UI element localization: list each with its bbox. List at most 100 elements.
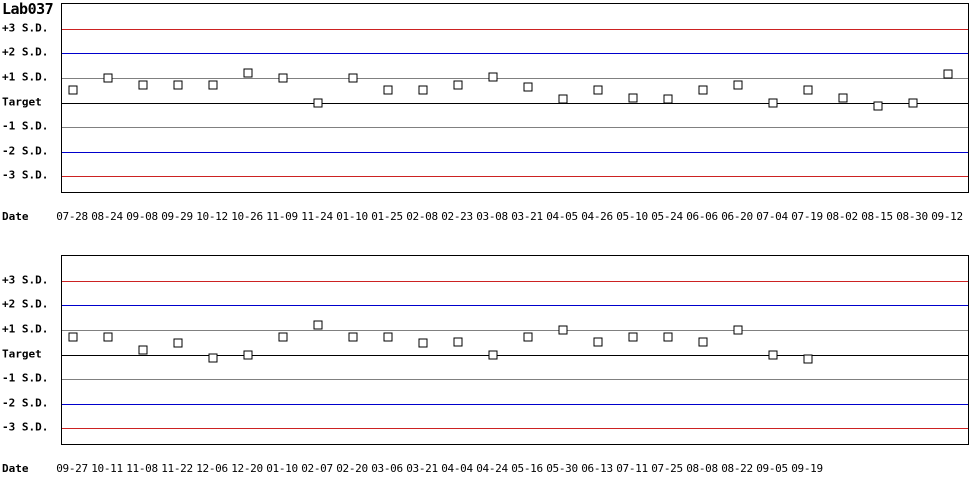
data-point-marker [943, 69, 953, 79]
y-axis-label-6: -3 S.D. [2, 420, 49, 434]
date-tick-label: 04-05 [546, 210, 578, 223]
date-tick-label: 02-20 [336, 462, 368, 475]
data-point-marker [418, 338, 428, 348]
data-point-marker [698, 337, 708, 347]
data-point-marker [593, 85, 603, 95]
date-tick-label: 06-06 [686, 210, 718, 223]
date-tick-label: 01-25 [371, 210, 403, 223]
y-axis-label-5: -2 S.D. [2, 396, 49, 410]
gridline-1sd [62, 77, 968, 79]
data-point-marker [348, 332, 358, 342]
y-axis-label-3: Target [2, 347, 42, 360]
date-tick-label: 12-06 [196, 462, 228, 475]
date-tick-label: 07-25 [651, 462, 683, 475]
date-tick-label: 02-07 [301, 462, 333, 475]
data-point-marker [558, 325, 568, 335]
date-tick-label: 01-10 [266, 462, 298, 475]
date-tick-label: 11-24 [301, 210, 333, 223]
date-tick-label: 10-12 [196, 210, 228, 223]
data-point-marker [68, 332, 78, 342]
y-axis-label-4: -1 S.D. [2, 371, 49, 385]
date-tick-label: 07-11 [616, 462, 648, 475]
data-point-marker [68, 85, 78, 95]
data-point-marker [138, 80, 148, 90]
date-tick-label: 05-24 [651, 210, 683, 223]
gridline--3sd [62, 176, 968, 178]
date-tick-label: 04-24 [476, 462, 508, 475]
date-tick-label: 11-22 [161, 462, 193, 475]
date-tick-label: 12-20 [231, 462, 263, 475]
date-tick-label: 07-28 [56, 210, 88, 223]
gridline-target [62, 354, 968, 356]
data-point-marker [348, 73, 358, 83]
data-point-marker [313, 320, 323, 330]
gridline-3sd [62, 28, 968, 30]
data-point-marker [453, 80, 463, 90]
plot-area-top [61, 3, 969, 193]
data-point-marker [383, 332, 393, 342]
data-point-marker [593, 337, 603, 347]
data-point-marker [768, 98, 778, 107]
gridline-target [62, 102, 968, 104]
y-axis-label-1: +2 S.D. [2, 297, 49, 311]
data-point-marker [628, 332, 638, 342]
data-point-marker [453, 337, 463, 347]
date-tick-label: 07-19 [791, 210, 823, 223]
date-tick-label: 08-15 [861, 210, 893, 223]
date-tick-label: 01-10 [336, 210, 368, 223]
data-point-marker [418, 85, 428, 95]
data-point-marker [523, 332, 533, 342]
date-tick-label: 11-08 [126, 462, 158, 475]
data-point-marker [733, 80, 743, 90]
y-axis-label-2: +1 S.D. [2, 322, 49, 336]
date-tick-label: 04-04 [441, 462, 473, 475]
y-axis-label-0: +3 S.D. [2, 21, 49, 35]
date-tick-label: 08-30 [896, 210, 928, 223]
data-point-marker [803, 85, 813, 95]
data-point-marker [208, 353, 218, 363]
date-tick-label: 03-21 [406, 462, 438, 475]
date-tick-label: 09-12 [931, 210, 963, 223]
date-tick-label: 04-26 [581, 210, 613, 223]
date-tick-label: 05-10 [616, 210, 648, 223]
data-point-marker [488, 72, 498, 82]
data-point-marker [313, 98, 323, 107]
date-tick-label: 02-23 [441, 210, 473, 223]
data-point-marker [558, 94, 568, 104]
y-axis-label-2: +1 S.D. [2, 70, 49, 84]
gridline--1sd [62, 127, 968, 129]
date-tick-label: 09-19 [791, 462, 823, 475]
data-point-marker [173, 80, 183, 90]
y-axis-label-4: -1 S.D. [2, 119, 49, 133]
y-axis-label-6: -3 S.D. [2, 168, 49, 182]
date-axis-label-bottom: Date [2, 462, 29, 475]
date-tick-label: 03-21 [511, 210, 543, 223]
y-axis-label-1: +2 S.D. [2, 45, 49, 59]
gridline--3sd [62, 428, 968, 430]
data-point-marker [838, 93, 848, 103]
date-tick-label: 09-29 [161, 210, 193, 223]
gridline--1sd [62, 379, 968, 381]
date-tick-label: 03-06 [371, 462, 403, 475]
date-tick-label: 11-09 [266, 210, 298, 223]
data-point-marker [103, 73, 113, 83]
data-point-marker [523, 82, 533, 91]
gridline-3sd [62, 280, 968, 282]
data-point-marker [173, 338, 183, 348]
data-point-marker [243, 68, 253, 78]
y-axis-label-5: -2 S.D. [2, 144, 49, 158]
data-point-marker [698, 85, 708, 95]
date-tick-label: 08-02 [826, 210, 858, 223]
date-tick-label: 03-08 [476, 210, 508, 223]
date-axis-label-top: Date [2, 210, 29, 223]
gridline-2sd [62, 53, 968, 55]
data-point-marker [663, 94, 673, 104]
date-tick-label: 08-08 [686, 462, 718, 475]
date-tick-label: 06-13 [581, 462, 613, 475]
data-point-marker [803, 354, 813, 364]
gridline--2sd [62, 403, 968, 405]
data-point-marker [873, 101, 883, 111]
